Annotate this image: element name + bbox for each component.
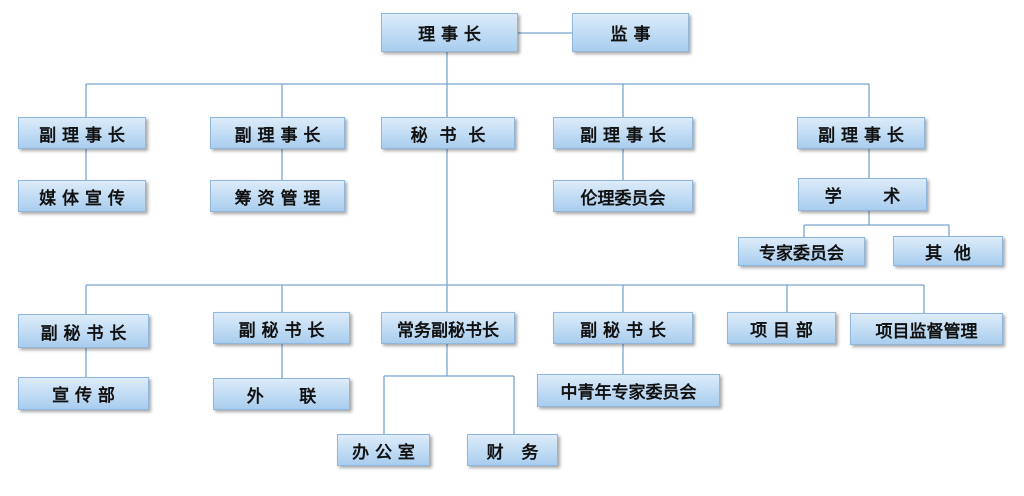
media-publicity-box: 媒 体 宣 传 (18, 180, 146, 212)
expert-committee-box: 专家委员会 (738, 237, 865, 266)
publicity-department-box: 宣 传 部 (18, 377, 149, 410)
other-box: 其 他 (893, 236, 1003, 266)
project-department-box: 项 目 部 (727, 312, 836, 344)
finance-box: 财 务 (467, 434, 558, 466)
project-supervision-box: 项目监督管理 (850, 313, 1003, 345)
office-box: 办 公 室 (337, 434, 430, 466)
vice-chairman-box-1: 副 理 事 长 (18, 117, 146, 149)
deputy-secretary-general-box-1: 副 秘 书 长 (18, 314, 149, 348)
ethics-committee-box: 伦理委员会 (553, 180, 693, 212)
vice-chairman-box-2: 副 理 事 长 (210, 117, 345, 149)
vice-chairman-box-3: 副 理 事 长 (553, 117, 693, 149)
supervisor-box: 监 事 (572, 13, 689, 52)
secretary-general-box: 秘 书 长 (381, 117, 515, 149)
young-expert-committee-box: 中青年专家委员会 (537, 374, 720, 407)
executive-deputy-secretary-general-box: 常务副秘书长 (381, 312, 515, 344)
academic-box: 学 术 (798, 178, 927, 211)
deputy-secretary-general-box-2: 副 秘 书 长 (213, 312, 350, 344)
external-liaison-box: 外 联 (213, 378, 350, 410)
vice-chairman-box-4: 副 理 事 长 (797, 117, 925, 149)
chairman-box: 理 事 长 (381, 13, 518, 52)
fundraising-box: 筹 资 管 理 (210, 180, 345, 212)
deputy-secretary-general-box-3: 副 秘 书 长 (553, 312, 693, 344)
